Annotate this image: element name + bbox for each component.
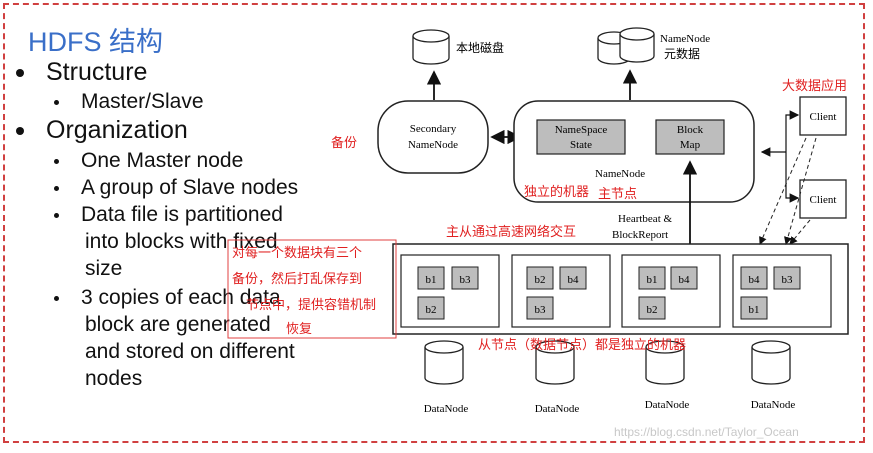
annotation-slave-nodes: 从节点（数据节点）都是独立的机器 <box>478 338 687 353</box>
replica-note-box <box>227 239 397 339</box>
secondary-namenode-box <box>377 100 489 174</box>
block-label: b1 <box>426 274 437 286</box>
namespace-label-2: State <box>570 139 592 151</box>
client-box-2 <box>799 179 847 219</box>
namenode-label: NameNode <box>595 168 645 180</box>
local-disk-icon <box>412 29 450 65</box>
client-label-2: Client <box>810 194 837 206</box>
block-label: b3 <box>460 274 472 286</box>
bullet-one-master: One Master node <box>54 147 243 174</box>
datanode-label: DataNode <box>535 403 580 415</box>
block-label: b2 <box>426 304 437 316</box>
bullet-copies: 3 copies of each data block are generate… <box>54 284 295 392</box>
block-label: b3 <box>782 274 794 286</box>
datanode-3: b1 b4 b2 <box>621 254 721 328</box>
client-dashed-3 <box>789 219 811 245</box>
annotation-bigdata-app: 大数据应用 <box>782 79 848 94</box>
datanode-label: DataNode <box>645 399 690 411</box>
block-label: b2 <box>535 274 546 286</box>
datanode-disk-icon <box>424 340 464 385</box>
secondary-label-2: NameNode <box>408 139 458 151</box>
block-label: b4 <box>679 274 691 286</box>
client-label-1: Client <box>810 111 837 123</box>
bullet-organization: Organization <box>16 116 188 145</box>
annotation-network: 主从通过高速网络交互 <box>446 225 577 240</box>
local-disk-label: 本地磁盘 <box>456 40 504 55</box>
annotation-backup: 备份 <box>331 136 358 151</box>
block-label: b1 <box>749 304 760 316</box>
annotation-replica-4: 恢复 <box>286 322 313 337</box>
annotation-replica-2: 备份，然后打乱保存到 <box>232 272 363 287</box>
datanode-1: b1 b3 b2 <box>400 254 500 328</box>
namespace-label-1: NameSpace <box>555 124 608 136</box>
heartbeat-label-2: BlockReport <box>612 229 668 241</box>
client-link-2 <box>785 152 800 203</box>
watermark: https://blog.csdn.net/Taylor_Ocean <box>614 425 799 439</box>
datanode-4: b4 b3 b1 <box>732 254 832 328</box>
namespace-state-box <box>536 119 626 155</box>
annotation-master-node: 主节点 <box>598 187 638 202</box>
datanode-label: DataNode <box>751 399 796 411</box>
block-label: b1 <box>647 274 658 286</box>
bullet-group-slave: A group of Slave nodes <box>54 174 298 201</box>
annotation-independent-machine: 独立的机器 <box>524 185 590 200</box>
namenode-metadata-icon <box>597 27 655 65</box>
namenode-metadata-label-2: 元数据 <box>664 46 700 61</box>
bullet-master-slave: Master/Slave <box>54 88 204 115</box>
datanode-cluster <box>392 243 849 335</box>
datanode-2: b2 b4 b3 <box>511 254 611 328</box>
blockmap-label-1: Block <box>677 124 704 136</box>
heartbeat-label-1: Heartbeat & <box>618 213 672 225</box>
datanode-disk-icon <box>535 340 575 385</box>
block-label: b3 <box>535 304 547 316</box>
datanode-disk-icon <box>751 340 791 385</box>
bullet-structure: Structure <box>16 58 147 87</box>
slide-title: HDFS 结构 <box>28 27 163 57</box>
blockmap-label-2: Map <box>680 139 701 151</box>
annotation-replica-1: 对每一个数据块有三个 <box>232 246 363 261</box>
block-map-box <box>655 119 725 155</box>
slide-frame <box>3 3 865 443</box>
client-box-1 <box>799 96 847 136</box>
datanode-disk-icon <box>645 340 685 385</box>
namenode-metadata-label-1: NameNode <box>660 33 710 45</box>
datanode-label: DataNode <box>424 403 469 415</box>
client-dashed-2 <box>784 137 817 245</box>
annotation-replica-3: 节点中，提供容错机制 <box>246 298 377 313</box>
block-label: b2 <box>647 304 658 316</box>
block-label: b4 <box>568 274 580 286</box>
bullet-partition: Data file is partitioned into blocks wit… <box>54 201 283 282</box>
client-dashed-1 <box>759 137 807 245</box>
block-label: b4 <box>749 274 761 286</box>
secondary-label-1: Secondary <box>410 123 457 135</box>
client-link-1 <box>785 110 800 152</box>
